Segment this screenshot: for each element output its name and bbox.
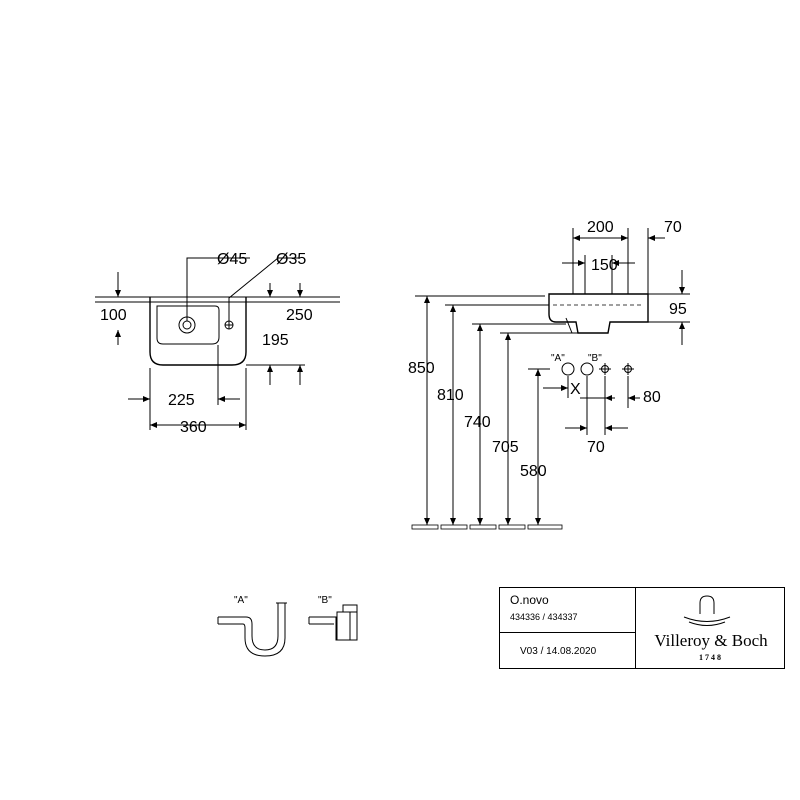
side-view: 200 70 150 95 850 810 740 705 580 "A" "B… — [408, 219, 690, 530]
dim-inner-width: 225 — [168, 392, 195, 409]
outlet-a-icon — [561, 362, 575, 376]
brand-logo-icon — [683, 595, 731, 626]
label-outlet-a: "A" — [551, 353, 565, 364]
dim-705: 705 — [492, 439, 519, 456]
dim-top-200: 200 — [587, 219, 614, 236]
product-codes: 434336 / 434337 — [510, 612, 578, 622]
label-x: X — [570, 381, 581, 398]
front-view: Ø45 Ø35 100 250 195 225 360 — [95, 251, 340, 436]
dim-total-width: 360 — [180, 419, 207, 436]
dim-580: 580 — [520, 463, 547, 480]
dim-850: 850 — [408, 360, 435, 377]
dim-depth: 100 — [100, 307, 127, 324]
brand-year: 1748 — [699, 653, 723, 662]
dim-150: 150 — [591, 257, 618, 274]
outlet-b-icon — [580, 362, 594, 376]
dim-hole-right: Ø35 — [276, 251, 306, 268]
dim-hole-left: Ø45 — [217, 251, 247, 268]
brand-name: Villeroy & Boch — [654, 631, 768, 650]
dim-80: 80 — [643, 389, 661, 406]
basin-outline — [149, 297, 247, 366]
dim-top-70: 70 — [664, 219, 682, 236]
version-date: V03 / 14.08.2020 — [520, 646, 597, 657]
siphon-b: "B" — [308, 595, 358, 641]
dim-front-height: 195 — [262, 332, 289, 349]
label-outlet-b: "B" — [588, 353, 602, 364]
dim-95: 95 — [669, 301, 687, 318]
siphon-a: "A" — [217, 595, 287, 657]
basin-side-profile — [548, 293, 649, 334]
title-block-left — [499, 587, 636, 669]
dim-side: 250 — [286, 307, 313, 324]
dim-810: 810 — [437, 387, 464, 404]
waste-hole-inner — [182, 320, 192, 330]
dim-740: 740 — [464, 414, 491, 431]
dim-70-lower: 70 — [587, 439, 605, 456]
basin-bowl — [156, 305, 220, 345]
product-name: O.novo — [510, 593, 549, 607]
siphon-a-label: "A" — [234, 595, 248, 606]
siphon-b-label: "B" — [318, 595, 332, 606]
